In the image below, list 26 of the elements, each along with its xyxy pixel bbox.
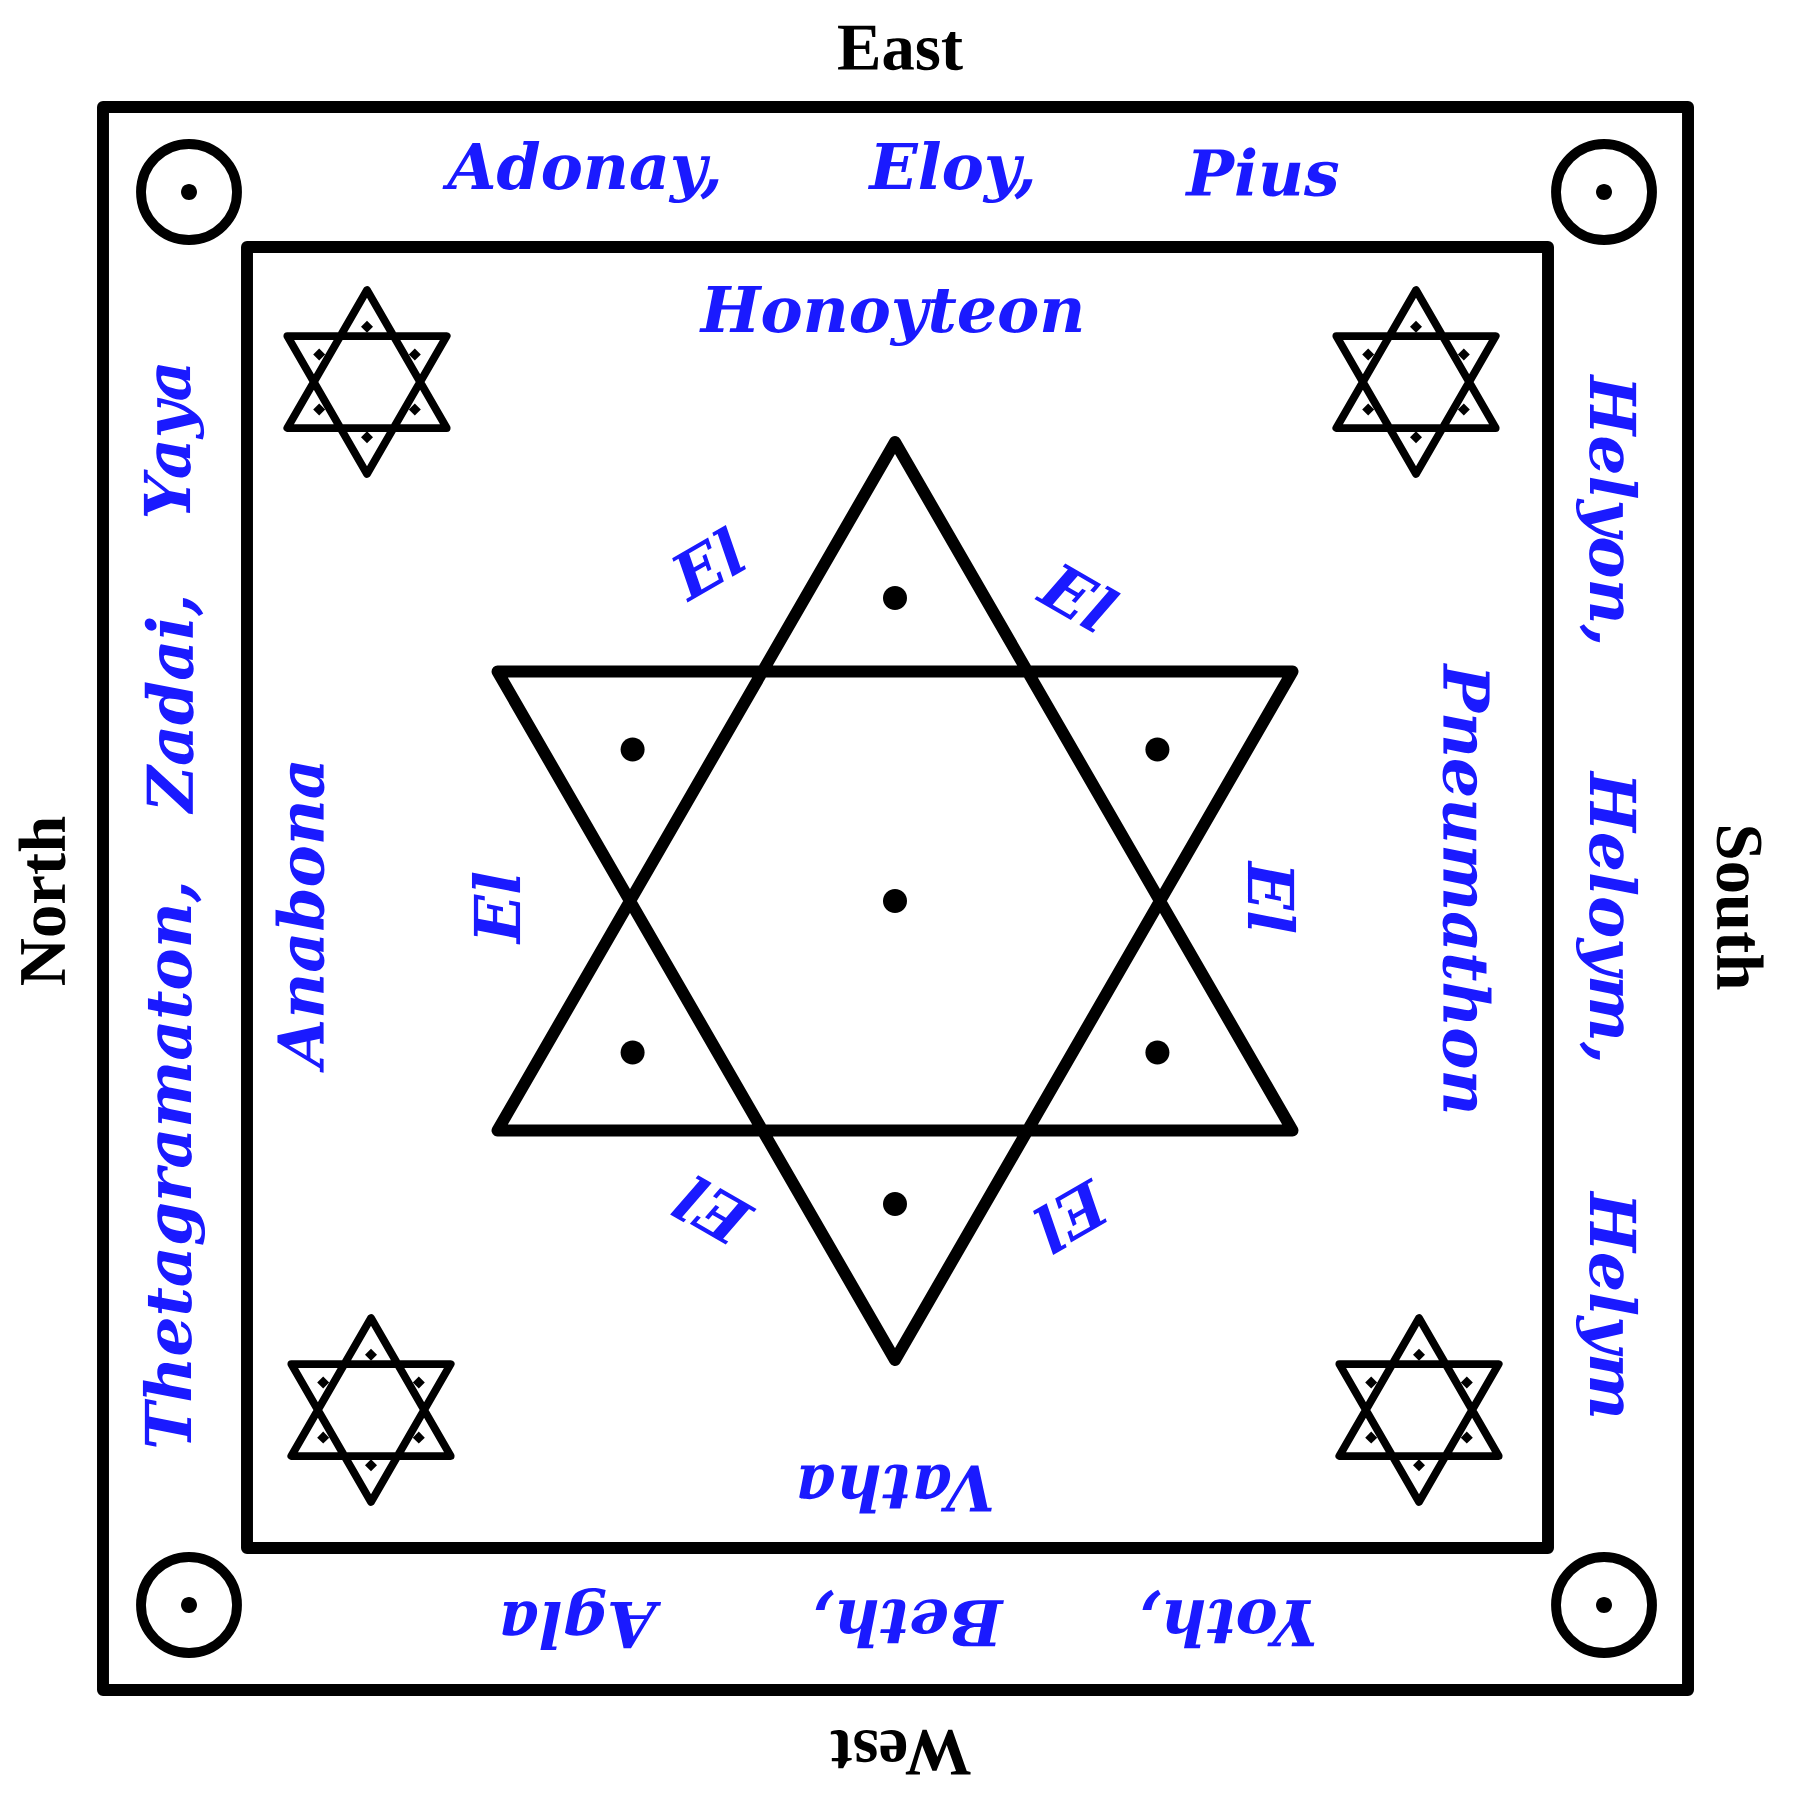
divine-name: Agla xyxy=(502,1587,662,1651)
divine-name: Pius xyxy=(1184,147,1339,197)
divine-name: Helym xyxy=(1575,1190,1639,1416)
divine-name: Heloym, xyxy=(1575,770,1639,1060)
divine-name: Thetagramaton, xyxy=(142,884,206,1447)
divine-name: Anabona xyxy=(275,762,325,1073)
divine-name: El xyxy=(1033,1177,1107,1256)
divine-name: El xyxy=(1247,860,1297,933)
divine-name: El xyxy=(670,1175,757,1245)
direction-label: North xyxy=(18,816,66,986)
divine-name: El xyxy=(471,872,521,945)
divine-name: Yaya xyxy=(143,364,205,517)
divine-name: Helyon, xyxy=(1575,374,1639,643)
divine-name: Vatha xyxy=(799,1464,992,1514)
divine-name: El xyxy=(1034,563,1121,633)
direction-label: West xyxy=(830,1729,971,1775)
direction-label: East xyxy=(838,25,963,71)
divine-name: Yoth, xyxy=(1142,1589,1315,1649)
divine-name: Honoyteon xyxy=(699,285,1082,347)
direction-label: South xyxy=(1716,827,1764,990)
divine-name: Pneumathon xyxy=(1442,663,1492,1112)
divine-name: Eloy, xyxy=(868,140,1033,204)
divine-name: Adonay, xyxy=(442,140,719,204)
divine-name: Beth, xyxy=(815,1589,1004,1649)
divine-name: El xyxy=(672,525,746,603)
divine-name: Zadai, xyxy=(144,597,204,815)
